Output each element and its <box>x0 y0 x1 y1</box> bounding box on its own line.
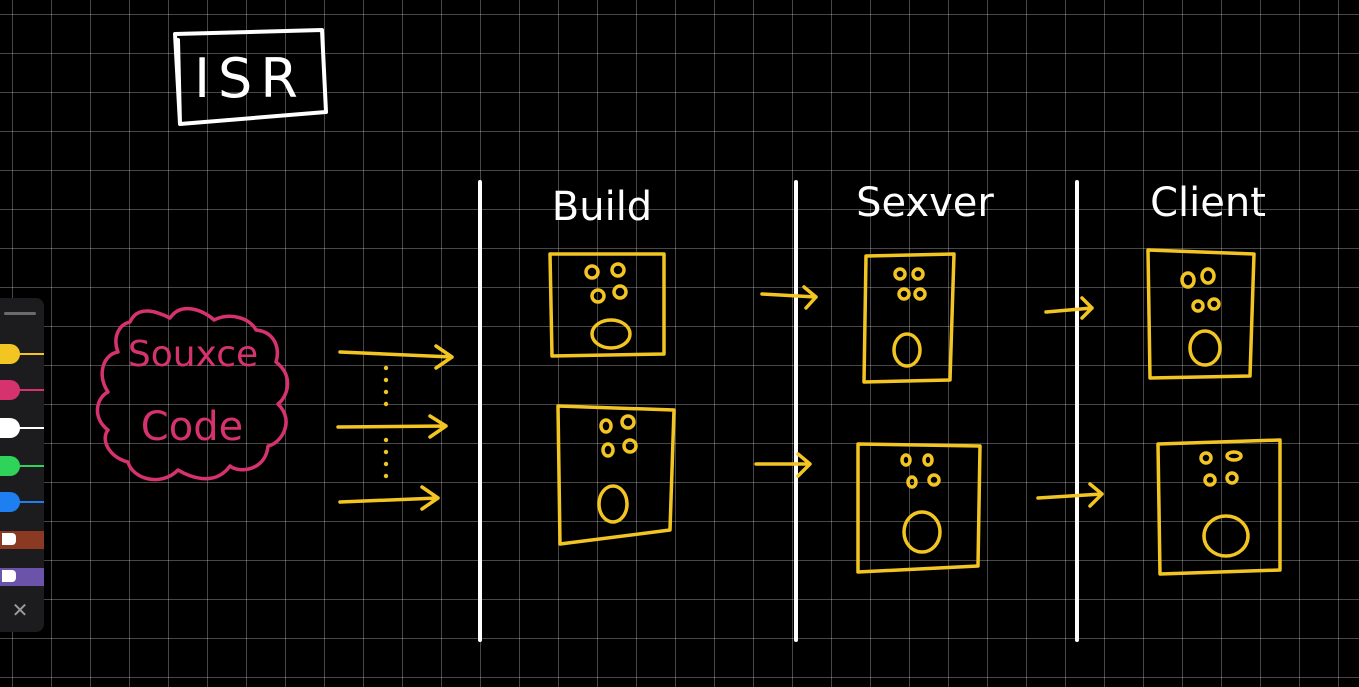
arrow-source-1 <box>338 344 454 370</box>
build-page-1 <box>548 252 666 358</box>
source-arrows <box>336 344 454 511</box>
build-page-2 <box>556 404 676 546</box>
heading-server: Sexver <box>856 180 994 226</box>
client-page-2 <box>1156 438 1282 576</box>
magenta-pen-icon[interactable] <box>0 377 44 403</box>
brown-marker-icon[interactable] <box>0 527 44 553</box>
title-text: ISR <box>194 47 306 110</box>
arrow-server-client-1 <box>1044 296 1094 320</box>
heading-build: Build <box>552 184 652 230</box>
pen-palette: ✕ <box>0 298 44 632</box>
close-icon[interactable]: ✕ <box>11 598 29 622</box>
arrow-source-3 <box>338 485 440 511</box>
arrow-source-2 <box>336 414 448 439</box>
white-pen-icon[interactable] <box>0 415 44 441</box>
palette-grip[interactable] <box>4 312 36 315</box>
purple-marker-icon[interactable] <box>0 564 44 590</box>
source-code-label-line2: Code <box>141 404 243 450</box>
arrow-build-server-1 <box>760 285 818 310</box>
title-box <box>173 28 328 126</box>
source-code-cloud <box>95 306 290 482</box>
server-page-2 <box>856 442 982 574</box>
ellipsis-dots <box>383 365 389 479</box>
heading-client: Client <box>1150 180 1266 226</box>
arrow-server-client-2 <box>1036 482 1104 508</box>
source-code-label-line1: Souxce <box>128 334 258 375</box>
client-page-1 <box>1146 248 1256 380</box>
server-page-1 <box>862 252 956 384</box>
blue-pen-icon[interactable] <box>0 489 44 515</box>
arrow-build-server-2 <box>754 452 812 478</box>
yellow-pen-icon[interactable] <box>0 341 44 367</box>
green-pen-icon[interactable] <box>0 453 44 479</box>
